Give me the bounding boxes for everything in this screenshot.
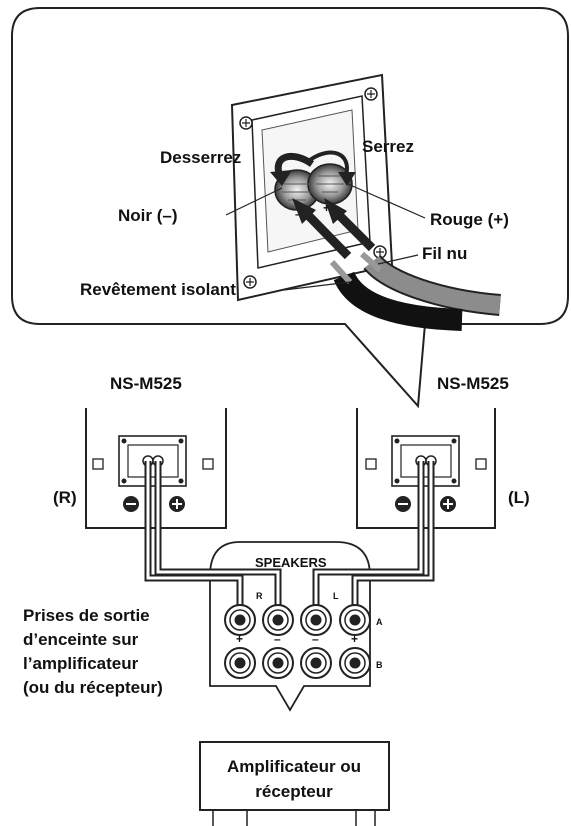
outputs-label-line-2: d’enceinte sur (23, 630, 139, 649)
amplifier-label-line-1: Amplificateur ou (227, 757, 361, 776)
insulation-label: Revêtement isolant (80, 280, 236, 299)
speaker-cable-closeup (329, 251, 501, 331)
outputs-label-line-1: Prises de sortie (23, 606, 150, 625)
right-speaker-model: NS-M525 (110, 374, 182, 393)
panel-l-label: L (333, 591, 339, 601)
svg-text:+: + (323, 201, 330, 215)
tighten-arrow-icon (308, 150, 356, 186)
panel-plus-l: + (351, 632, 358, 646)
right-channel-label: (R) (53, 488, 77, 507)
speaker-wires (144, 461, 435, 610)
binding-posts-row-a (224, 604, 371, 636)
insert-arrow-icon (324, 198, 376, 252)
left-channel-label: (L) (508, 488, 530, 507)
outputs-label-line-3: l’amplificateur (23, 654, 139, 673)
black-terminal-label: Noir (–) (118, 206, 178, 225)
panel-minus-l: – (312, 632, 319, 646)
panel-a-label: A (376, 617, 383, 627)
outputs-label-line-4: (ou du récepteur) (23, 678, 163, 697)
left-speaker (356, 408, 496, 529)
bare-wire-label: Fil nu (422, 244, 467, 263)
speakers-panel-title: SPEAKERS (255, 555, 327, 570)
amplifier-label-line-2: récepteur (255, 782, 333, 801)
binding-posts-row-b (224, 647, 371, 679)
leader-lines (225, 183, 426, 291)
left-speaker-model: NS-M525 (437, 374, 509, 393)
loosen-arrow-icon (270, 152, 315, 186)
panel-r-label: R (256, 591, 263, 601)
red-terminal-label: Rouge (+) (430, 210, 509, 229)
tighten-label: Serrez (362, 137, 414, 156)
panel-minus-r: – (274, 632, 281, 646)
amplifier-box (199, 741, 390, 826)
insert-arrow-icon (292, 198, 352, 260)
panel-plus-r: + (236, 632, 243, 646)
panel-b-label: B (376, 660, 383, 670)
loosen-label: Desserrez (160, 148, 241, 167)
